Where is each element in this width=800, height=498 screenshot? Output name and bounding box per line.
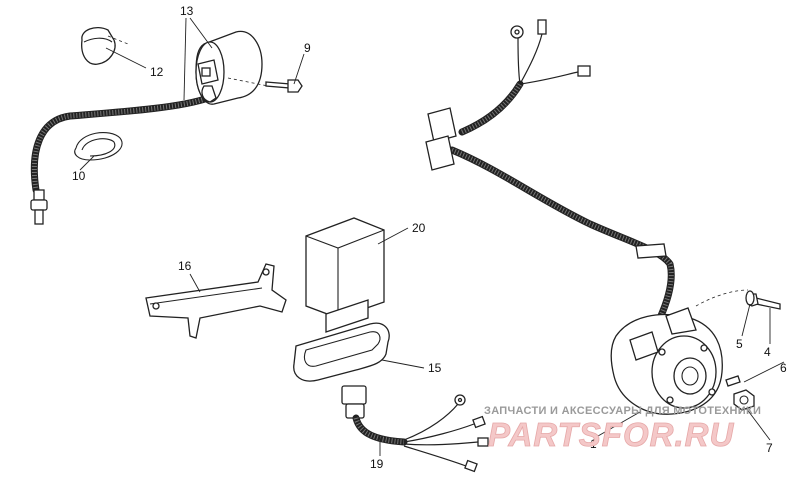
flywheel-nut [733, 389, 755, 411]
spark-plug-terminal [30, 189, 48, 225]
cdi-unit [305, 217, 385, 333]
callout-9: 9 [304, 41, 311, 55]
stator-flywheel [610, 289, 749, 415]
flywheel-key [725, 375, 741, 387]
callout-13: 13 [180, 4, 194, 18]
mounting-bracket [145, 263, 287, 339]
hv-lead-cable [30, 94, 212, 194]
spark-plug-cap [81, 26, 129, 65]
watermark-brand: PARTSFOR.RU [488, 416, 734, 453]
callout-1: 1 [590, 437, 597, 451]
callout-labels: 13 12 9 10 16 20 15 19 1 5 4 6 7 [72, 4, 787, 471]
callout-7: 7 [766, 441, 773, 455]
callout-20: 20 [412, 221, 426, 235]
callout-12: 12 [150, 65, 164, 79]
callout-5: 5 [736, 337, 743, 351]
watermark-subtitle: ЗАПЧАСТИ И АКСЕССУАРЫ ДЛЯ МОТОТЕХНИКИ [484, 405, 761, 417]
watermark: ЗАПЧАСТИ И АКСЕССУАРЫ ДЛЯ МОТОТЕХНИКИ PA… [484, 405, 761, 453]
washer [745, 290, 755, 306]
callout-19: 19 [370, 457, 384, 471]
stator-harness [425, 19, 675, 322]
callout-10: 10 [72, 169, 86, 183]
rubber-mount [293, 322, 390, 382]
callout-4: 4 [764, 345, 771, 359]
cdi-harness [341, 385, 489, 473]
callout-16: 16 [178, 259, 192, 273]
callout-15: 15 [428, 361, 442, 375]
ignition-coil [195, 30, 269, 105]
wire-clip [74, 132, 123, 161]
coil-bolt [265, 79, 303, 93]
leader-lines [79, 17, 785, 456]
callout-6: 6 [780, 361, 787, 375]
